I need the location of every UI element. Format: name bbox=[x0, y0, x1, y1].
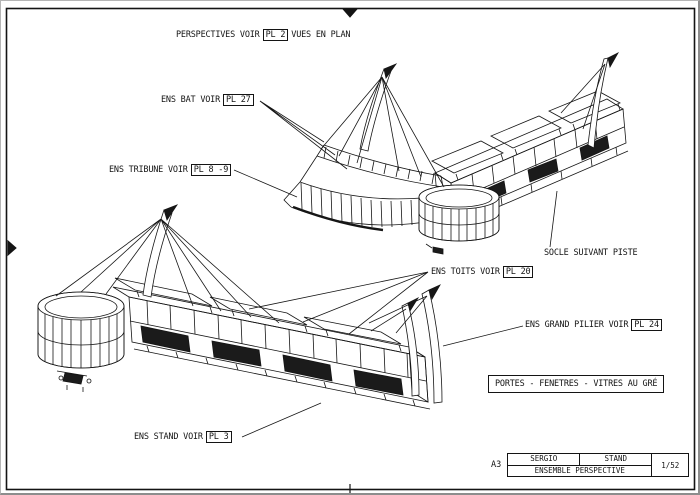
upper-drum bbox=[418, 184, 500, 255]
lower-drum bbox=[37, 291, 125, 392]
upper-perspective bbox=[283, 52, 629, 255]
plate-ref-pl3: PL 3 bbox=[205, 431, 232, 443]
upper-mast bbox=[320, 63, 445, 188]
callout-ens-tribune: ENS TRIBUNE VOIR PL 8 -9 bbox=[109, 164, 232, 176]
lower-perspective bbox=[37, 204, 443, 410]
leader-ens-tribune bbox=[233, 169, 298, 198]
callout-ens-stand: ENS STAND VOIR PL 3 bbox=[134, 431, 232, 443]
title-block-sheet-number: 1/52 bbox=[651, 454, 688, 476]
callout-socle-text: SOCLE SUIVANT PISTE bbox=[544, 248, 638, 258]
callout-ens-toits: ENS TOITS VOIR PL 20 bbox=[431, 266, 534, 278]
title-block-author: SERGIO bbox=[508, 454, 581, 465]
title-block-project: STAND bbox=[604, 454, 628, 463]
leader-ens-bat bbox=[259, 100, 348, 170]
lower-roof-panels bbox=[114, 277, 402, 352]
callout-ens-toits-text: ENS TOITS VOIR bbox=[431, 266, 500, 277]
leader-ens-grand-pilier bbox=[442, 325, 524, 347]
callout-ens-bat-text: ENS BAT VOIR bbox=[161, 94, 221, 105]
title-block-grid: SERGIO STAND ENSEMBLE PERSPECTIVE 1/52 bbox=[507, 453, 690, 477]
plate-ref-pl8-9: PL 8 -9 bbox=[190, 164, 232, 176]
callout-ens-grand-pilier: ENS GRAND PILIER VOIR PL 24 bbox=[525, 319, 662, 331]
registration-marks bbox=[7, 8, 359, 493]
leader-lines bbox=[233, 100, 558, 438]
plate-ref-pl27: PL 27 bbox=[223, 94, 254, 106]
callout-ens-tribune-text: ENS TRIBUNE VOIR bbox=[109, 164, 188, 175]
callout-perspectives-suffix: VUES EN PLAN bbox=[291, 29, 351, 40]
lower-building bbox=[112, 286, 431, 410]
title-block: A3 SERGIO STAND ENSEMBLE PERSPECTIVE 1/5… bbox=[491, 453, 690, 477]
lower-pylons bbox=[368, 284, 443, 404]
registration-mark-left-icon bbox=[7, 239, 17, 257]
plate-ref-pl24: PL 24 bbox=[631, 319, 662, 331]
callout-perspectives-text: PERSPECTIVES VOIR bbox=[176, 29, 260, 40]
plate-ref-pl20: PL 20 bbox=[502, 266, 534, 278]
callout-ens-bat: ENS BAT VOIR PL 27 bbox=[161, 94, 254, 106]
sheet-format-label: A3 bbox=[491, 460, 502, 470]
title-block-drawing-title: ENSEMBLE PERSPECTIVE bbox=[534, 465, 625, 475]
callout-ens-stand-text: ENS STAND VOIR bbox=[134, 431, 203, 442]
plate-ref-pl2: PL 2 bbox=[262, 29, 289, 41]
leader-ens-stand bbox=[241, 402, 322, 438]
callout-ens-grand-pilier-text: ENS GRAND PILIER VOIR bbox=[525, 319, 629, 330]
callout-socle: SOCLE SUIVANT PISTE bbox=[544, 248, 638, 259]
callout-perspectives: PERSPECTIVES VOIR PL 2 VUES EN PLAN bbox=[176, 29, 350, 41]
lower-mast bbox=[55, 204, 280, 324]
leader-ens-toits bbox=[248, 271, 429, 335]
upper-right-mast bbox=[560, 52, 620, 149]
note-portes-fenetres: PORTES - FENETRES - VITRES AU GRÉ bbox=[488, 375, 665, 393]
leader-socle bbox=[549, 190, 558, 248]
registration-mark-top-icon bbox=[341, 8, 359, 18]
note-portes-fenetres-text: PORTES - FENETRES - VITRES AU GRÉ bbox=[495, 379, 658, 389]
